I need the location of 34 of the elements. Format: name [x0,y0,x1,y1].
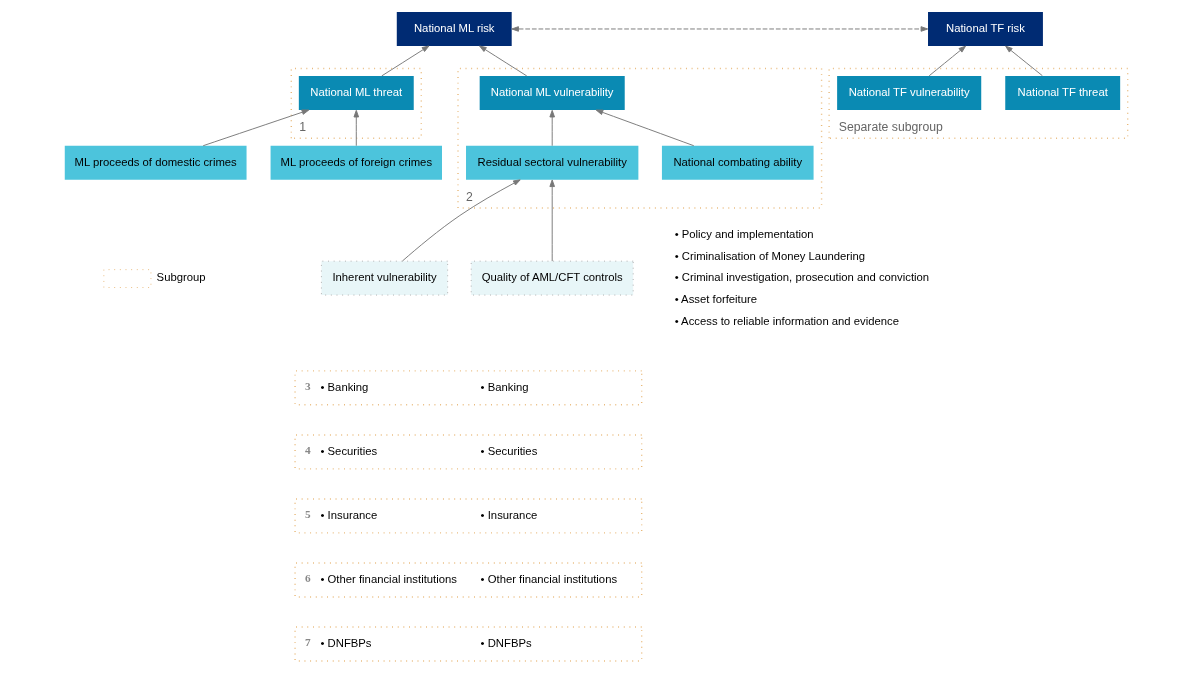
node-box: National TF risk [928,12,1043,46]
node-box: Residual sectoral vulnerability [466,145,639,180]
label: • Policy and implementation [674,228,814,241]
node-box: 5 • Insurance • Insurance [294,498,643,534]
arrow [381,45,430,77]
node-box: ML proceeds of domestic crimes [64,145,247,180]
node-box: 7 • DNFBPs • DNFBPs [294,626,643,662]
arrow [1005,45,1043,77]
label: • Asset forfeiture [674,293,758,306]
node-box: Quality of AML/CFT controls [470,260,634,296]
arrow [928,45,967,77]
node-box: National TF threat [1005,76,1121,110]
arrow [353,109,360,147]
label: • Criminal investigation, prosecution and conviction [674,271,930,284]
node-box: National combating ability [661,145,814,180]
arrow [549,179,555,262]
arrow [595,109,695,147]
legend-label: Subgroup [156,271,206,284]
arrow [511,26,929,32]
node-box: National ML vulnerability [479,76,625,110]
node-box: National TF vulnerability [837,76,982,110]
node-box: National ML threat [298,76,414,110]
label: • Criminalisation of Money Laundering [674,249,866,262]
arrow [202,109,310,147]
node-box: National ML risk [396,12,512,46]
node-box: 4 • Securities • Securities [294,434,643,470]
arrow [401,179,521,262]
arrow [479,45,528,77]
node-box: 6 • Other financial institutions • Other financial institutions [294,562,643,598]
node-box: 3 • Banking • Banking [294,370,643,406]
node-box: ML proceeds of foreign crimes [270,145,442,180]
label: • Access to reliable information and evidence [674,314,900,327]
arrow [549,109,555,147]
node-box: Inherent vulnerability [320,260,449,296]
